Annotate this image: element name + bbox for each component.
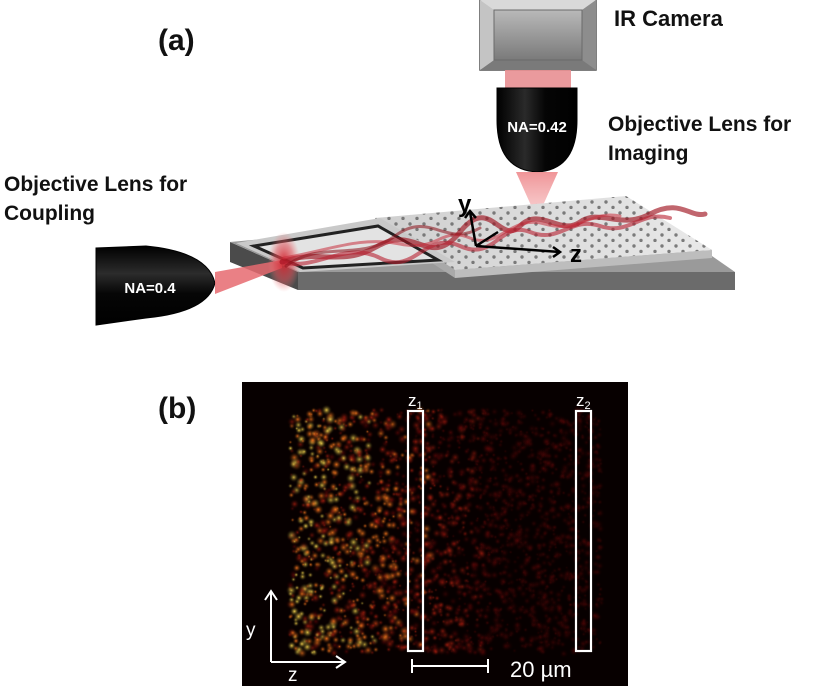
coupling-lens-na: NA=0.4 [124, 280, 176, 297]
z1-label: z1 [408, 391, 423, 412]
panel-a-label: (a) [158, 24, 195, 57]
coupling-lens-caption: Objective Lens for Coupling [4, 170, 187, 228]
imaging-lens-na: NA=0.42 [507, 119, 567, 136]
speckle-canvas [242, 382, 628, 686]
imaging-beam-cone [516, 172, 558, 212]
coupling-lens-caption-line2: Coupling [4, 202, 95, 225]
imaging-lens [496, 87, 578, 173]
panel-b-label: (b) [158, 392, 197, 425]
speckle-overlay: z1 z2 y z 20 µm [246, 391, 593, 686]
speckle-image [242, 382, 628, 686]
image-axes [264, 589, 347, 669]
ir-camera [479, 0, 597, 71]
image-axis-z: z [288, 665, 298, 686]
imaging-lens-caption: Objective Lens for Imaging [608, 110, 791, 168]
z1-window [406, 409, 425, 653]
coupling-lens-caption-line1: Objective Lens for [4, 173, 188, 196]
scale-bar-label: 20 µm [510, 657, 572, 682]
scale-bar [411, 659, 489, 673]
z2-label: z2 [576, 391, 591, 412]
z2-window [574, 409, 593, 653]
image-axis-y: y [246, 620, 256, 641]
imaging-lens-caption-line1: Objective Lens for [608, 113, 792, 136]
axis-y-label: y [458, 191, 472, 218]
axis-z-label: z [570, 241, 582, 268]
coupling-lens [95, 245, 216, 326]
imaging-lens-caption-line2: Imaging [608, 142, 689, 165]
setup-diagram: NA=0.42 NA=0.4 y z [95, 0, 735, 326]
axes-yz [463, 208, 563, 259]
coupling-beam [215, 260, 282, 294]
camera-beam [505, 70, 571, 92]
ir-camera-label: IR Camera [614, 6, 723, 31]
